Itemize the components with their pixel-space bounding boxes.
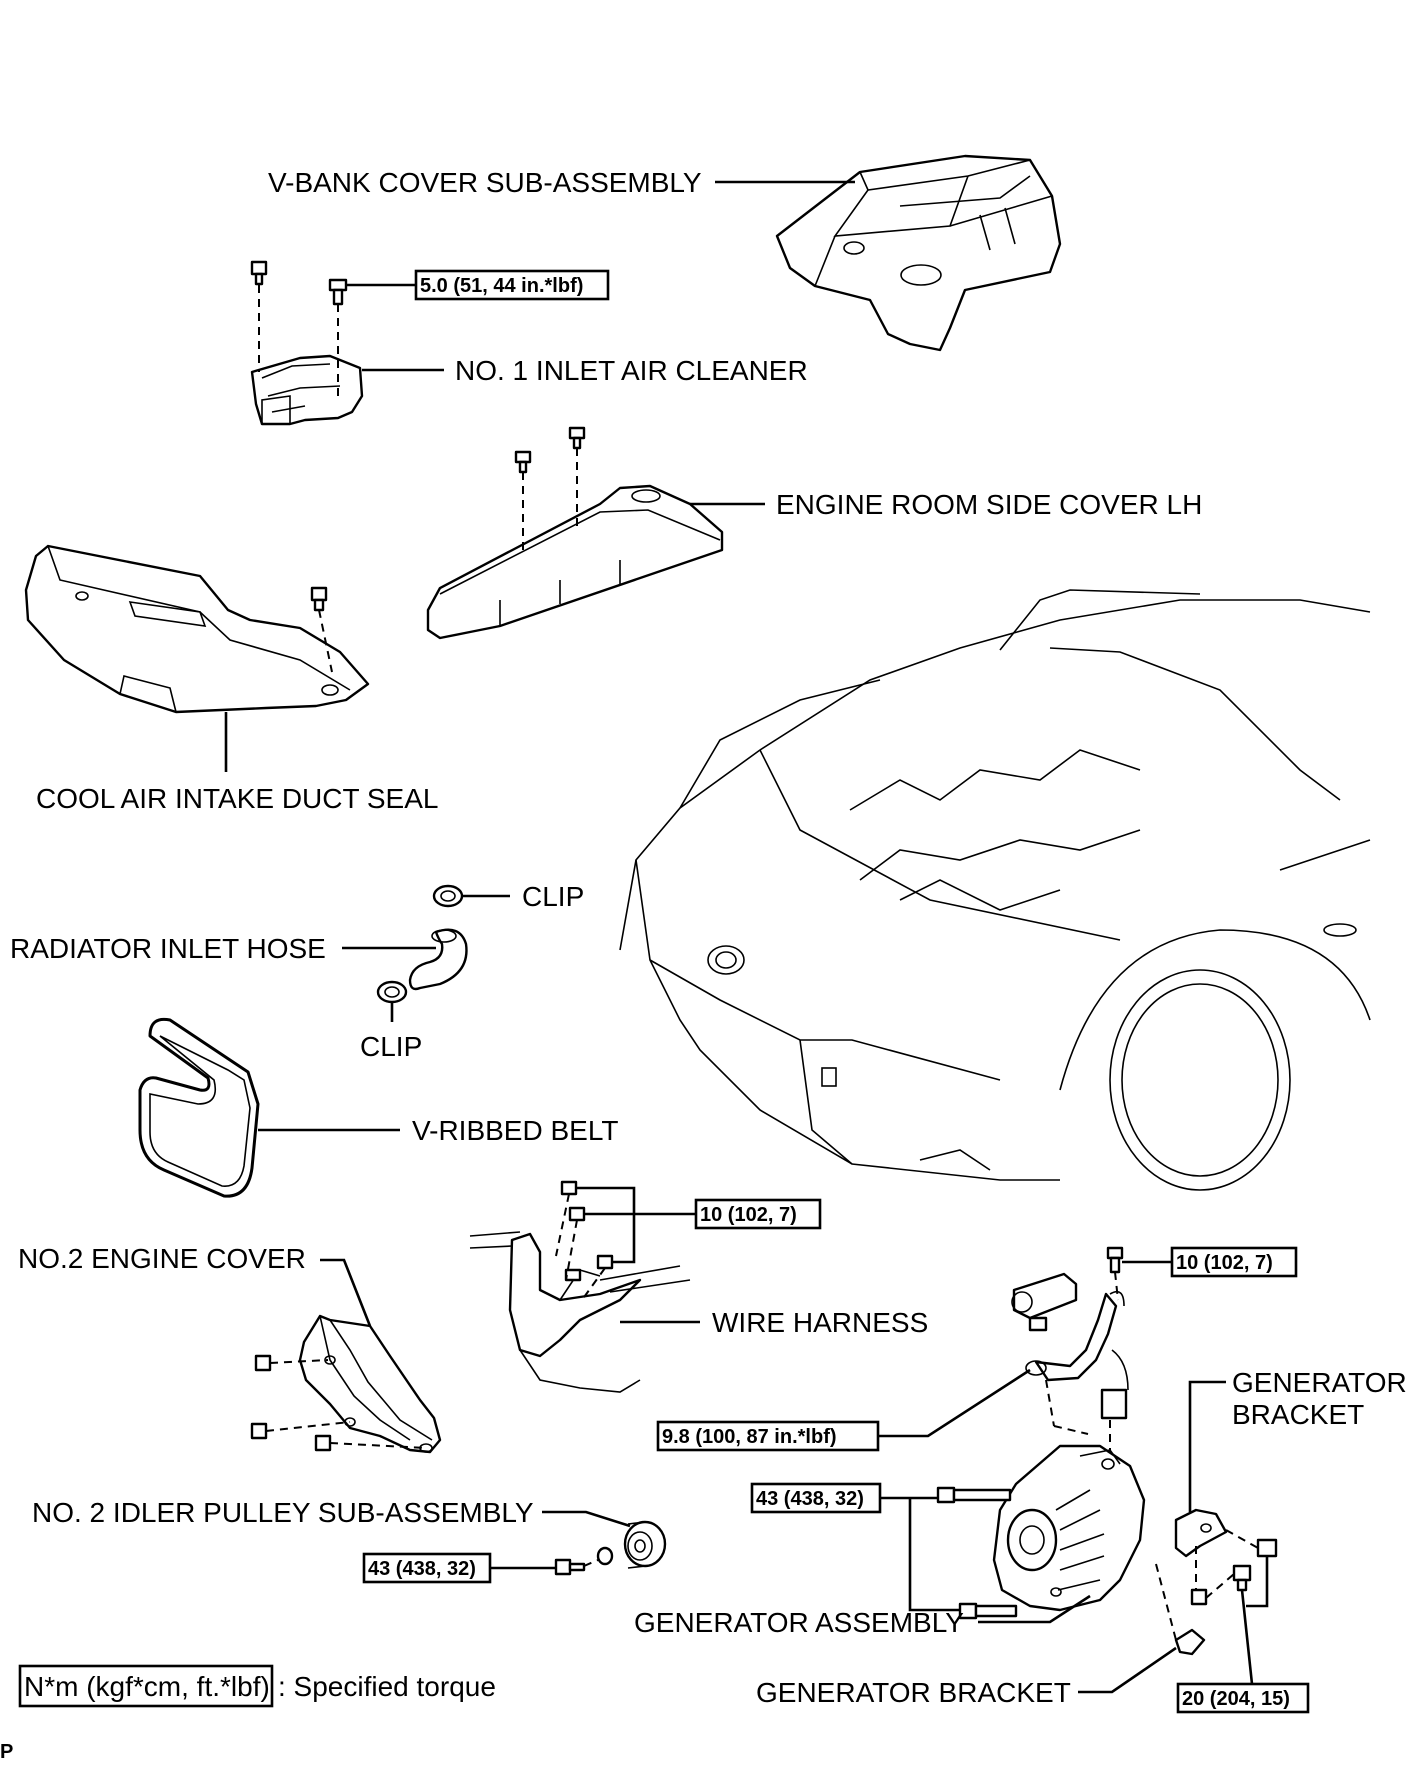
bolt-icon — [514, 450, 532, 474]
bolt-icon — [328, 278, 348, 306]
legend-torque-box — [18, 1664, 274, 1708]
clip-fastener-icon — [250, 260, 268, 286]
terminal-cap-drawing — [1011, 1272, 1078, 1320]
generator-assembly-label: GENERATOR ASSEMBLY — [634, 1607, 964, 1638]
generator-bracket-top-label-2: BRACKET — [1232, 1399, 1364, 1430]
bolt-icon — [568, 426, 586, 450]
generator-assembly-drawing — [992, 1444, 1146, 1612]
clip-bottom-label: CLIP — [360, 1031, 422, 1062]
torque-box — [694, 1198, 822, 1230]
clip-top-icon — [432, 884, 464, 908]
no2-engine-cover-drawing — [298, 1314, 442, 1454]
idler-pulley-leader — [542, 1510, 631, 1528]
torque-value-wire-harness: 10 (102, 7) — [700, 1204, 797, 1226]
connector-drawing — [1100, 1349, 1129, 1420]
torque-box — [362, 1552, 492, 1584]
terminal-cable-drawing — [1025, 1290, 1125, 1382]
idler-pulley-drawing — [623, 1520, 667, 1569]
torque-value-idler-pulley: 43 (438, 32) — [368, 1558, 476, 1580]
no2-engine-cover-label: NO.2 ENGINE COVER — [18, 1243, 306, 1274]
generator-bracket-top-leader — [1188, 1380, 1226, 1512]
bolt-icon — [554, 1558, 586, 1576]
torque-box — [1176, 1682, 1310, 1714]
radiator-inlet-hose-label: RADIATOR INLET HOSE — [10, 933, 326, 964]
generator-assembly-leader — [978, 1594, 1091, 1624]
nut-icon — [1256, 1538, 1278, 1558]
clip-bottom-icon — [376, 980, 408, 1004]
nut-icon — [560, 1180, 614, 1270]
radiator-inlet-hose-drawing — [408, 928, 468, 991]
wire-harness-label: WIRE HARNESS — [712, 1307, 928, 1338]
corner-mark: P — [0, 1741, 13, 1763]
torque-value-air-cleaner: 5.0 (51, 44 in.*lbf) — [420, 275, 583, 297]
side-cover-lh-drawing — [426, 484, 724, 640]
cool-air-duct-seal-label: COOL AIR INTAKE DUCT SEAL — [36, 783, 438, 814]
bolt-icon — [250, 1354, 332, 1452]
inlet-air-cleaner-label: NO. 1 INLET AIR CLEANER — [455, 355, 808, 386]
v-ribbed-belt-drawing — [138, 1017, 260, 1198]
torque-value-terminal: 10 (102, 7) — [1176, 1252, 1273, 1274]
generator-bracket-top-label-1: GENERATOR — [1232, 1367, 1407, 1398]
inlet-air-cleaner-drawing — [250, 354, 364, 426]
clip-top-label: CLIP — [522, 881, 584, 912]
legend-unit-text: N*m (kgf*cm, ft.*lbf) — [24, 1671, 270, 1702]
legend-description: : Specified torque — [278, 1671, 496, 1702]
idler-pulley-label: NO. 2 IDLER PULLEY SUB-ASSEMBLY — [32, 1497, 534, 1528]
cool-air-duct-seal-drawing — [24, 544, 370, 714]
torque-box — [1170, 1246, 1298, 1278]
generator-bracket-bottom-drawing — [1174, 1588, 1208, 1656]
v-ribbed-belt-label: V-RIBBED BELT — [412, 1115, 618, 1146]
torque-value-terminal-b: 9.8 (100, 87 in.*lbf) — [662, 1426, 837, 1448]
bolt-icon — [936, 1486, 1012, 1504]
bolt-icon — [1232, 1564, 1252, 1592]
bolt-icon — [1106, 1246, 1124, 1274]
v-bank-cover-label: V-BANK COVER SUB-ASSEMBLY — [268, 167, 702, 198]
torque-value-bracket: 20 (204, 15) — [1182, 1688, 1290, 1710]
washer-icon — [596, 1546, 614, 1566]
no2-engine-cover-leader — [320, 1258, 372, 1327]
v-bank-cover-drawing — [775, 154, 1062, 352]
torque-box — [414, 269, 610, 301]
generator-bracket-bottom-leader — [1078, 1646, 1177, 1694]
nut-icon — [1028, 1316, 1048, 1332]
generator-bracket-top-drawing — [1174, 1508, 1228, 1558]
wire-harness-drawing — [469, 1231, 691, 1393]
vehicle-front-outline — [619, 589, 1371, 1191]
bolt-icon — [958, 1602, 1018, 1620]
generator-bracket-bottom-label: GENERATOR BRACKET — [756, 1677, 1071, 1708]
torque-box — [750, 1482, 882, 1514]
clip-fastener-icon — [310, 586, 328, 612]
terminal-b-leader — [878, 1368, 1031, 1438]
torque-value-generator: 43 (438, 32) — [756, 1488, 864, 1510]
side-cover-lh-label: ENGINE ROOM SIDE COVER LH — [776, 489, 1202, 520]
torque-box — [656, 1420, 880, 1452]
